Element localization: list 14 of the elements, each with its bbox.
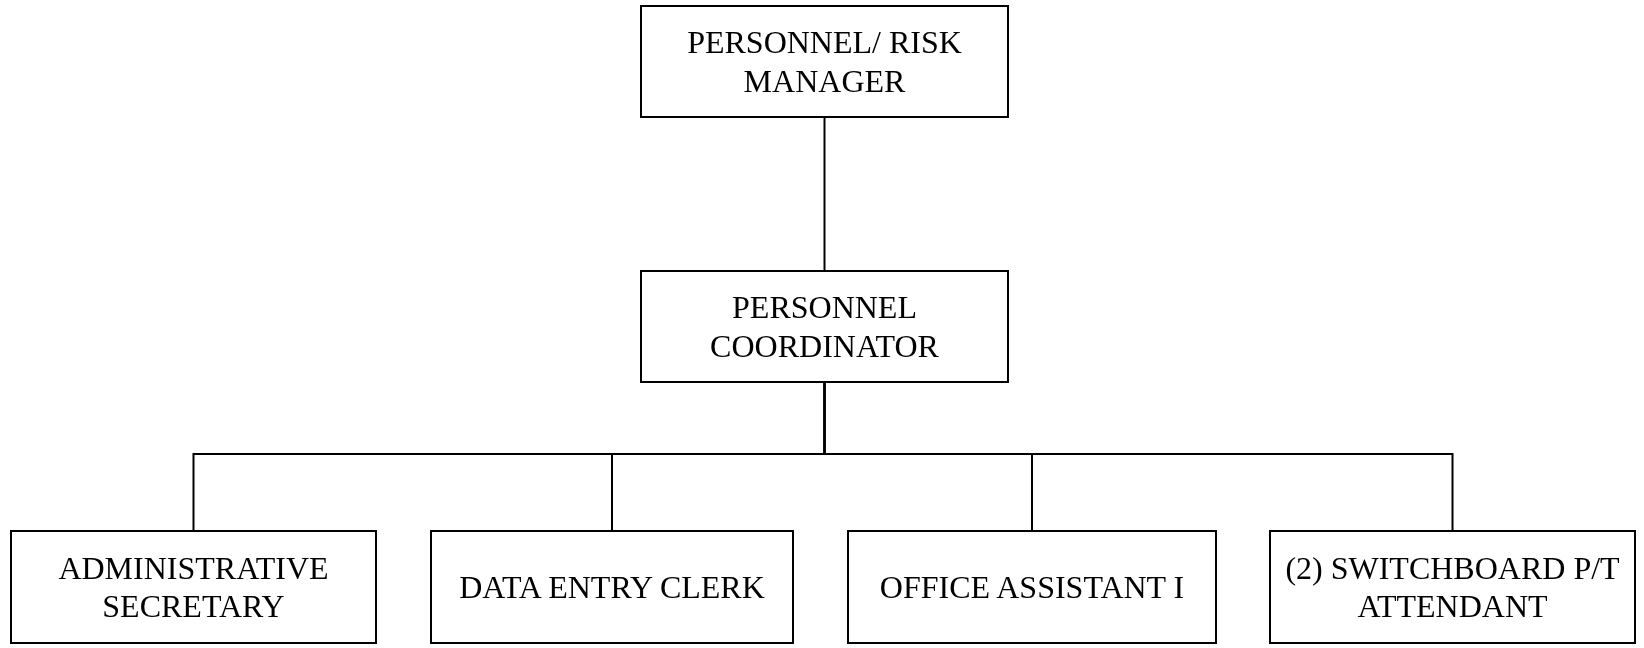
connector-line xyxy=(823,117,826,271)
connector-line xyxy=(823,382,1454,531)
job-title: (2) SWITCHBOARD P/T ATTENDANT xyxy=(1284,548,1621,626)
position-box xyxy=(640,270,1009,383)
job-title: DATA ENTRY CLERK xyxy=(459,567,765,607)
job-title: OFFICE ASSISTANT I xyxy=(879,567,1185,607)
job-title: PERSONNEL/ RISK MANAGER xyxy=(686,23,963,100)
position-box xyxy=(430,530,794,644)
position-box xyxy=(847,530,1217,644)
job-title: PERSONNEL COORDINATOR xyxy=(709,288,940,365)
position-box xyxy=(10,530,377,644)
position-box xyxy=(640,5,1009,118)
job-title: ADMINISTRATIVE SECRETARY xyxy=(57,548,330,626)
position-box xyxy=(1269,530,1636,644)
